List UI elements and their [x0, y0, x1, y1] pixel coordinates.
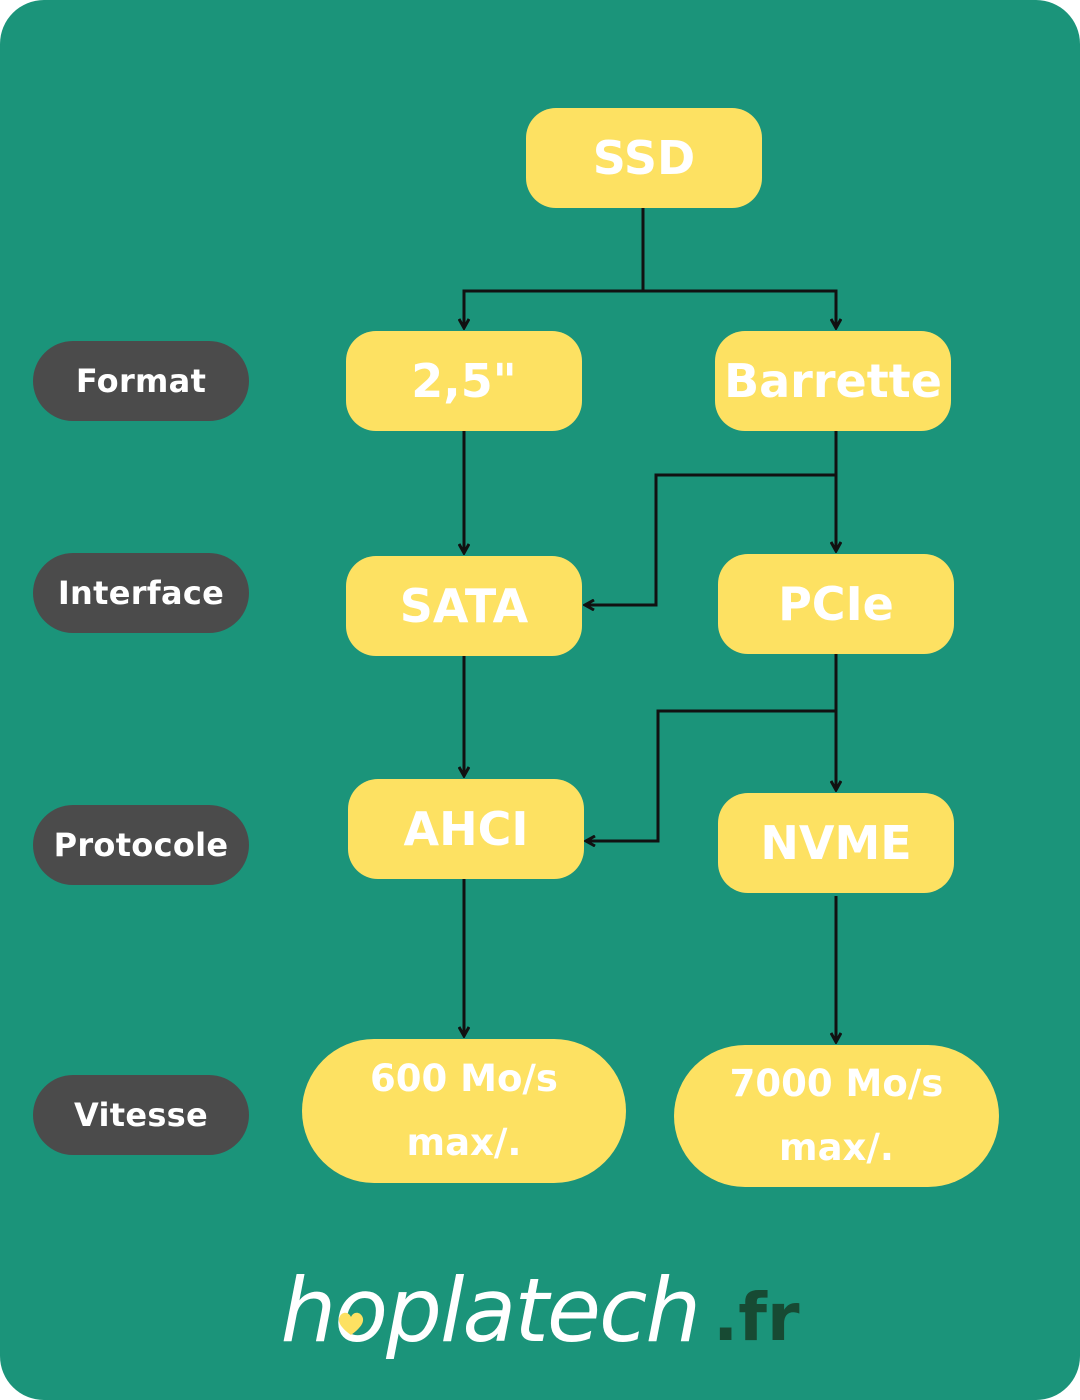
node-format-25: 2,5" [346, 331, 582, 431]
node-nvme: NVME [718, 793, 954, 893]
connector-ssd-to-barrette [643, 289, 836, 328]
connector-barrette-to-sata [585, 473, 836, 605]
connector-ssd-to-25 [464, 289, 643, 328]
brand-logo: hoplatech .fr [0, 1250, 1080, 1370]
connector-pcie-to-ahci [586, 709, 836, 841]
row-label-vitesse: Vitesse [33, 1075, 249, 1155]
row-label-interface: Interface [33, 553, 249, 633]
node-speed-sata: 600 Mo/s max/. [302, 1039, 626, 1183]
node-speed-nvme: 7000 Mo/s max/. [674, 1045, 999, 1187]
brand-suffix: .fr [713, 1278, 800, 1356]
node-ssd: SSD [526, 108, 762, 208]
row-label-protocole: Protocole [33, 805, 249, 885]
node-barrette: Barrette [715, 331, 951, 431]
brand-name: hoplatech [280, 1258, 702, 1362]
node-sata: SATA [346, 556, 582, 656]
node-pcie: PCIe [718, 554, 954, 654]
node-ahci: AHCI [348, 779, 584, 879]
heart-icon [338, 1312, 364, 1335]
row-label-format: Format [33, 341, 249, 421]
